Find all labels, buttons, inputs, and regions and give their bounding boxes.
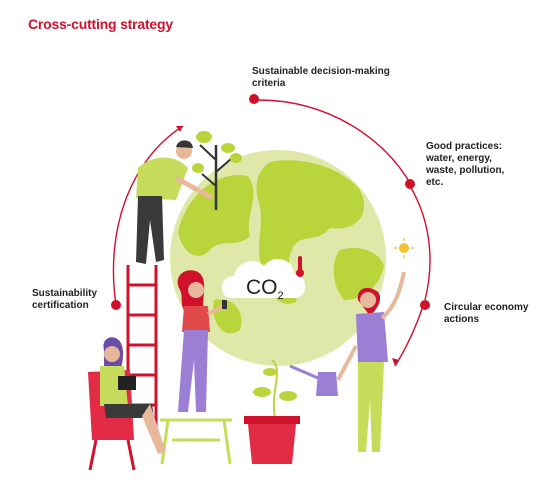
arc-circular-to-end <box>394 305 424 367</box>
dot-practices <box>405 179 415 189</box>
plant-pot <box>244 359 300 464</box>
woman-with-phone <box>177 270 227 412</box>
man-planting-tree <box>136 131 242 264</box>
co2-subscript: 2 <box>277 290 284 303</box>
co2-label: CO2 <box>246 276 284 302</box>
arc-decision-to-practices <box>257 99 411 184</box>
step-label-practices: Good practices: water, energy, waste, po… <box>426 141 505 188</box>
book-icon <box>118 376 136 390</box>
thermometer-icon <box>298 256 302 272</box>
phone-icon <box>222 300 227 309</box>
dot-decision <box>249 94 259 104</box>
arc-practices-to-circular <box>409 185 431 301</box>
arrowhead-bottom-right <box>392 358 399 366</box>
step-dots <box>111 94 430 310</box>
watering-can-icon <box>316 372 338 396</box>
step-label-circular: Circular economy actions <box>444 302 529 325</box>
step-label-decision: Sustainable decision-making criteria <box>252 66 390 89</box>
arc-certification-to-decision <box>112 125 184 306</box>
dot-certification <box>111 300 121 310</box>
dot-circular <box>420 300 430 310</box>
woman-reading <box>88 337 166 471</box>
sun-icon <box>399 243 409 253</box>
table <box>160 418 232 465</box>
diagram-title: Cross-cutting strategy <box>28 16 173 32</box>
co2-main: CO <box>246 276 278 299</box>
co2-cloud <box>221 256 306 298</box>
step-label-certification: Sustainability certification <box>32 288 98 311</box>
arrowhead-top-left <box>176 126 183 132</box>
woman-watering <box>289 238 414 452</box>
